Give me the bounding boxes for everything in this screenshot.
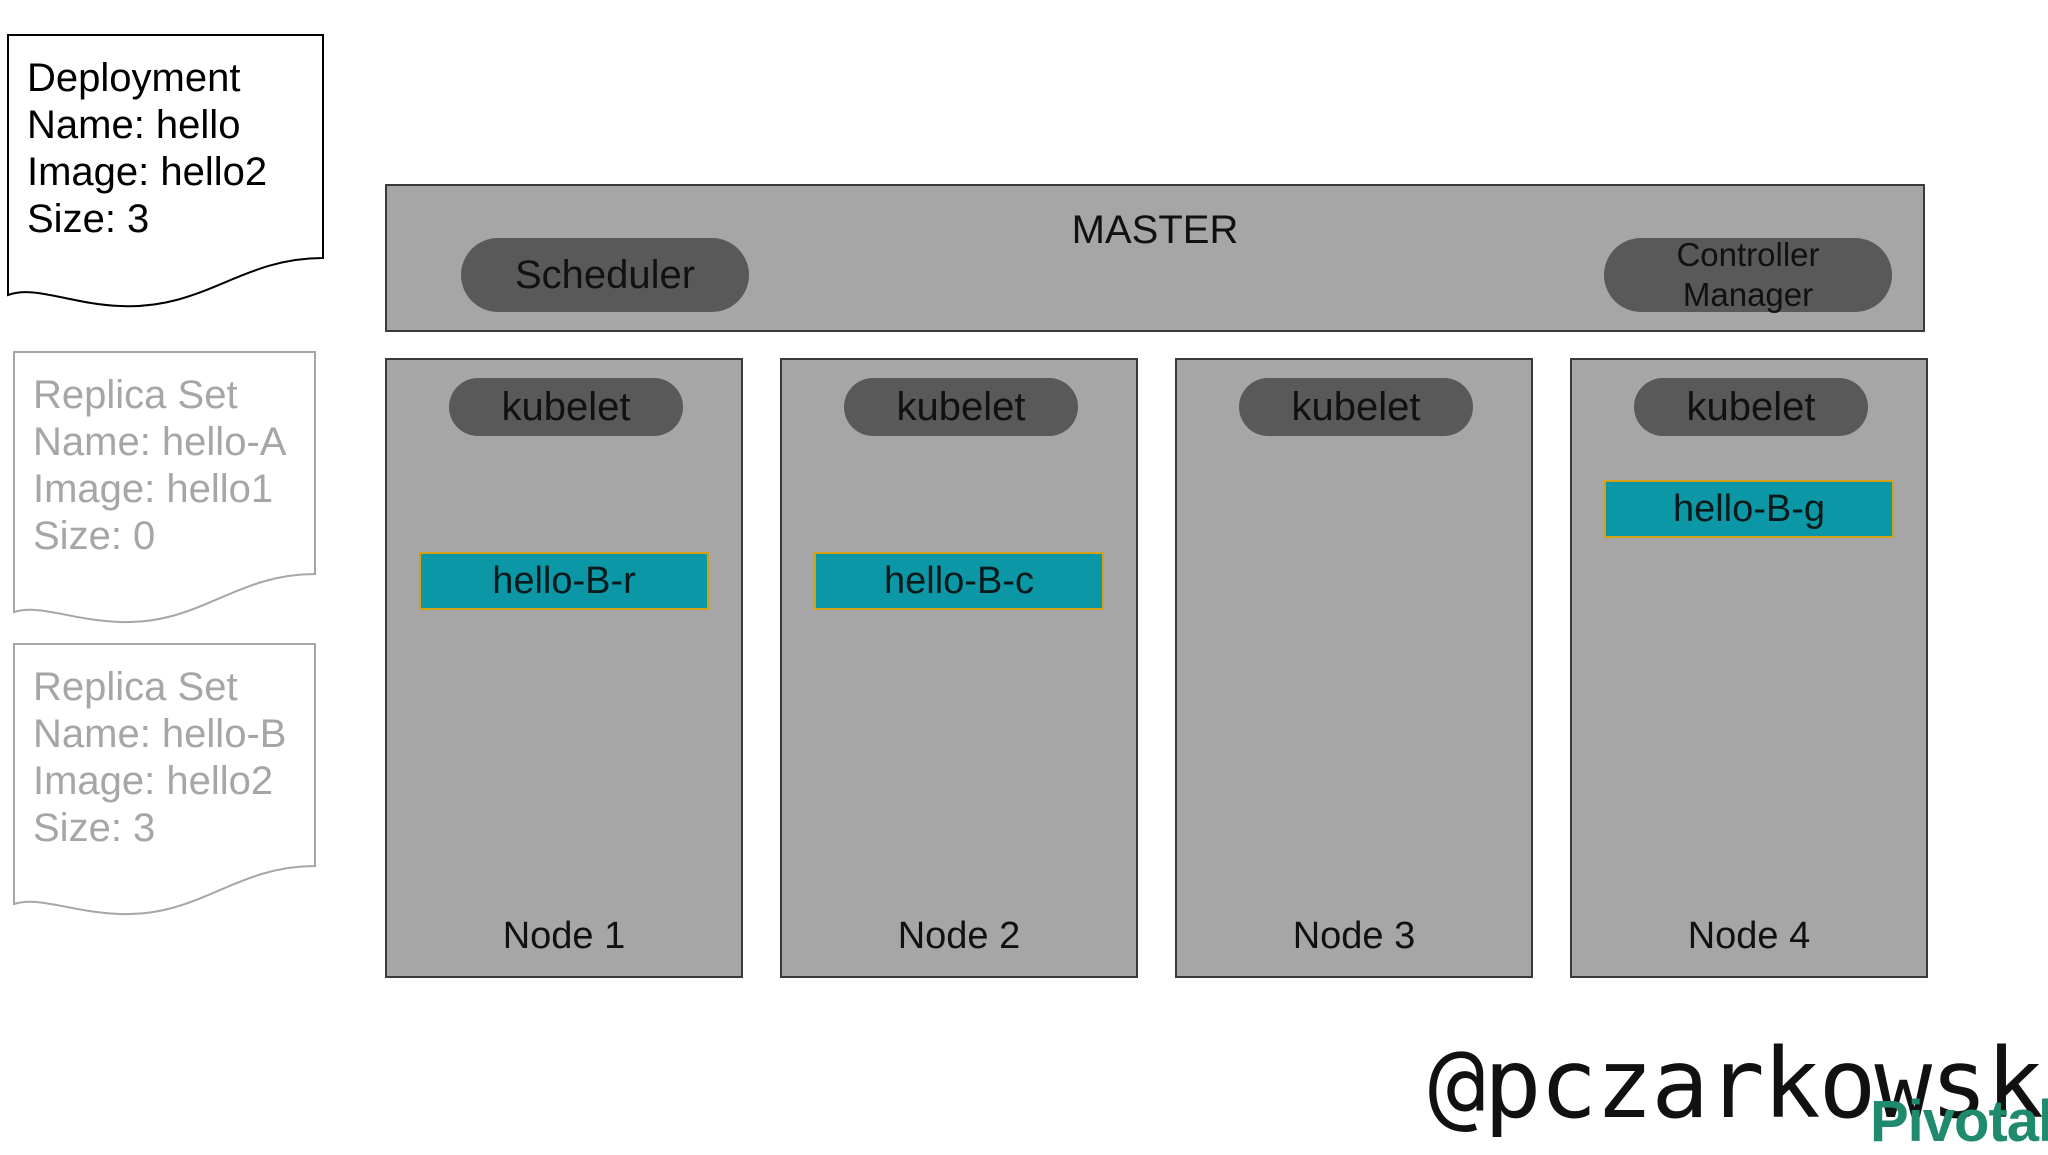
replica-set-line: Size: 0 [33, 514, 156, 558]
pivotal-logo: Pivotal [1870, 1089, 2048, 1154]
deployment-line: Deployment [27, 56, 241, 100]
deployment-line: Name: hello [27, 103, 241, 147]
pod-hello-b-r: hello-B-r [419, 552, 709, 610]
replica-set-a-doc-shape [13, 351, 316, 624]
controller-manager-line: Controller [1676, 236, 1820, 273]
master-box: MASTER Scheduler Controller Manager [385, 184, 1925, 332]
deployment-card: Deployment Name: hello Image: hello2 Siz… [27, 55, 267, 243]
controller-manager-line: Manager [1682, 276, 1814, 313]
twitter-handle: @pczarkowski [1428, 1028, 2048, 1140]
node-label: Node 1 [502, 915, 626, 957]
kubelet-pill: kubelet [1239, 378, 1473, 436]
deployment-doc-shape [7, 34, 324, 308]
node-2: kubelet hello-B-c Node 2 [780, 358, 1138, 978]
pod-hello-b-g: hello-B-g [1604, 480, 1894, 538]
scheduler-pill: Scheduler [461, 238, 749, 312]
controller-manager-pill: Controller Manager [1604, 236, 1892, 313]
replica-set-b-card: Replica Set Name: hello-B Image: hello2 … [33, 664, 286, 852]
replica-set-line: Name: hello-B [33, 712, 287, 756]
kubelet-pill: kubelet [1634, 378, 1868, 436]
replica-set-b-doc-shape [13, 643, 316, 916]
replica-set-line: Size: 3 [33, 806, 156, 850]
kubelet-pill: kubelet [844, 378, 1078, 436]
replica-set-line: Replica Set [33, 373, 238, 417]
replica-set-line: Replica Set [33, 665, 238, 709]
master-title: MASTER [1071, 208, 1239, 252]
node-label: Node 4 [1687, 915, 1811, 957]
node-label: Node 2 [897, 915, 1021, 957]
replica-set-a-card: Replica Set Name: hello-A Image: hello1 … [33, 372, 286, 560]
node-label: Node 3 [1292, 915, 1416, 957]
deployment-line: Image: hello2 [27, 150, 268, 194]
replica-set-line: Image: hello2 [33, 759, 274, 803]
replica-set-line: Image: hello1 [33, 467, 274, 511]
kubelet-pill: kubelet [449, 378, 683, 436]
deployment-line: Size: 3 [27, 197, 150, 241]
node-3: kubelet Node 3 [1175, 358, 1533, 978]
replica-set-line: Name: hello-A [33, 420, 287, 464]
node-1: kubelet hello-B-r Node 1 [385, 358, 743, 978]
pod-hello-b-c: hello-B-c [814, 552, 1104, 610]
node-4: kubelet hello-B-g Node 4 [1570, 358, 1928, 978]
